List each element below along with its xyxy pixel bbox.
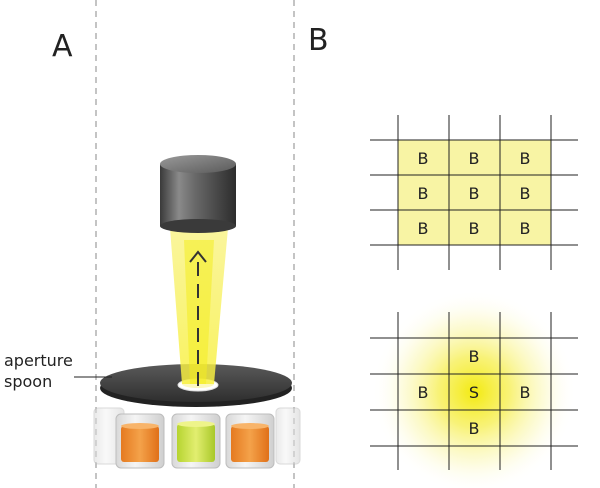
grid-top-cell: B — [520, 184, 531, 203]
detector-cylinder — [160, 155, 236, 233]
grid-top-cell: B — [469, 184, 480, 203]
vial-green-center — [171, 413, 221, 469]
vial-orange-left — [115, 413, 165, 469]
grid-bottom-bottom: B — [469, 419, 480, 438]
sample-holder — [93, 407, 301, 469]
grid-bottom-left: B — [418, 383, 429, 402]
annotation-aperture: aperture — [4, 351, 73, 370]
grid-top-cell: B — [520, 219, 531, 238]
grid-bottom-center: S — [469, 383, 479, 402]
grid-bottom-right: B — [520, 383, 531, 402]
grid-top-cell: B — [520, 149, 531, 168]
grid-bottom: B B S B B — [370, 290, 578, 488]
beam-arrow-head — [189, 250, 207, 263]
grid-top-cell: B — [418, 219, 429, 238]
panel-label-a: A — [52, 29, 73, 64]
grid-bottom-top: B — [469, 347, 480, 366]
grid-top-cell: B — [418, 184, 429, 203]
grid-top-cell: B — [469, 149, 480, 168]
vial-orange-right — [225, 413, 275, 469]
grid-top-cell: B — [418, 149, 429, 168]
vial-back-right — [275, 407, 301, 465]
grid-top-cell: B — [469, 219, 480, 238]
panel-label-b: B — [308, 23, 329, 58]
annotation-spoon: spoon — [4, 372, 52, 391]
glow-spot — [372, 290, 576, 488]
grid-top-highlight — [398, 140, 551, 245]
grid-top: B B B B B B B B B — [370, 115, 578, 270]
